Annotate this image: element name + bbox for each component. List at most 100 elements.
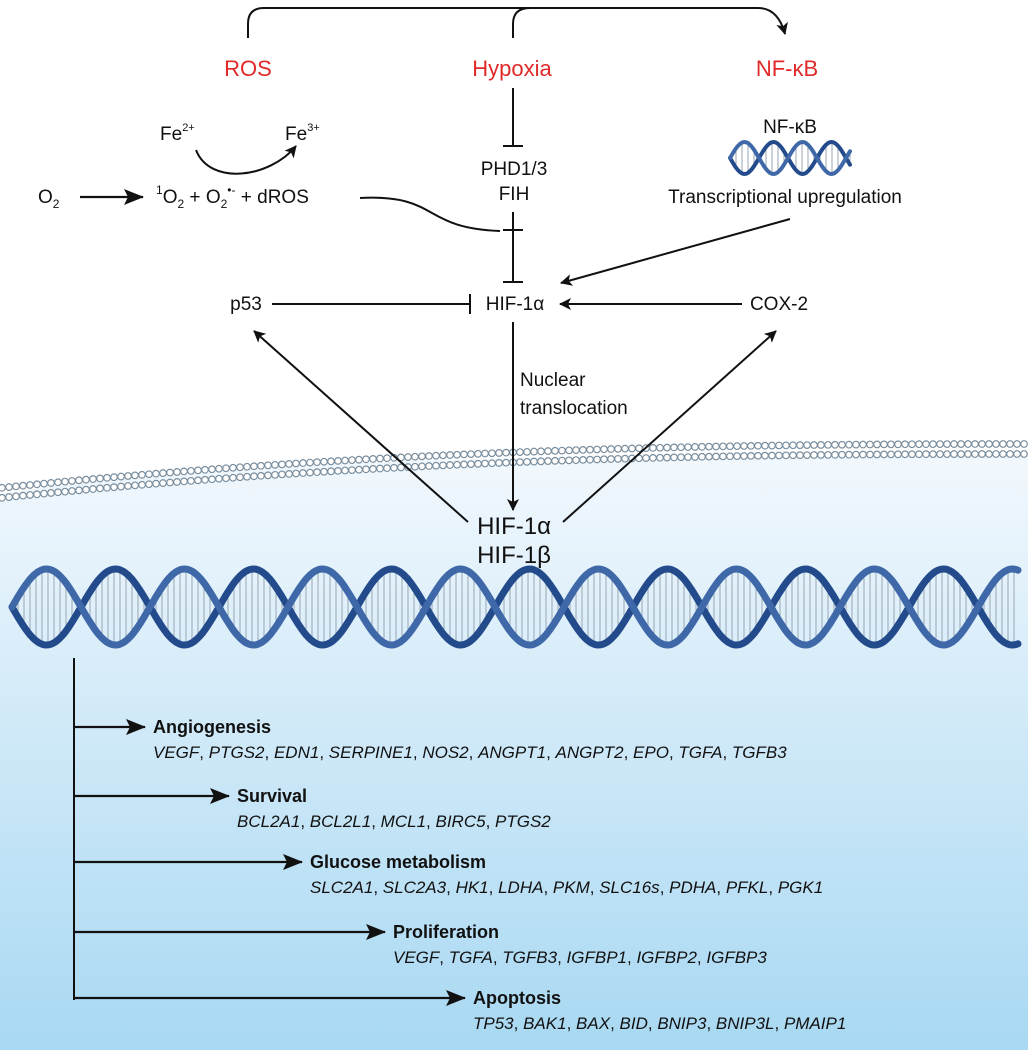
dna-strand xyxy=(8,565,1022,649)
membrane-bead xyxy=(789,441,797,450)
membrane-bead xyxy=(880,450,888,459)
membrane-bead xyxy=(33,490,41,499)
gene-separator: , xyxy=(590,878,599,897)
membrane-bead xyxy=(306,468,314,477)
membrane-bead xyxy=(824,450,832,459)
membrane-bead xyxy=(313,468,321,477)
membrane-bead xyxy=(572,456,580,465)
hif1a-label: HIF-1α xyxy=(486,294,545,315)
membrane-bead xyxy=(40,479,48,488)
membrane-bead xyxy=(26,491,34,499)
membrane-bead xyxy=(334,467,342,475)
membrane-bead xyxy=(775,441,783,450)
membrane-bead xyxy=(943,440,951,448)
membrane-bead xyxy=(166,468,174,477)
membrane-bead xyxy=(929,450,937,459)
membrane-bead xyxy=(481,459,489,468)
membrane-bead xyxy=(138,480,146,489)
membrane-bead xyxy=(460,450,468,459)
membrane-bead xyxy=(278,470,286,479)
membrane-bead xyxy=(117,472,125,481)
membrane-bead xyxy=(124,472,132,480)
gene-name: PTGS2 xyxy=(209,743,265,762)
membrane-bead xyxy=(19,481,27,490)
outcome-heading: Apoptosis xyxy=(473,988,561,1008)
membrane-bead xyxy=(782,441,790,450)
membrane-bead xyxy=(467,460,475,469)
outcome-gene-list: VEGF, PTGS2, EDN1, SERPINE1, NOS2, ANGPT… xyxy=(153,743,787,762)
membrane-bead xyxy=(670,443,678,452)
translocation-label-1: Nuclear xyxy=(520,370,586,391)
membrane-bead xyxy=(1006,440,1014,448)
membrane-bead xyxy=(5,483,13,491)
membrane-bead xyxy=(880,440,888,449)
gene-name: SLC16s xyxy=(599,878,660,897)
membrane-bead xyxy=(1020,450,1028,458)
upregulation-label: Transcriptional upregulation xyxy=(668,187,902,208)
gene-name: TP53 xyxy=(473,1014,514,1033)
gene-name: PMAIP1 xyxy=(784,1014,846,1033)
gene-name: LDHA xyxy=(498,878,543,897)
membrane-bead xyxy=(677,443,685,452)
membrane-bead xyxy=(439,451,447,460)
membrane-bead xyxy=(495,459,503,467)
membrane-bead xyxy=(733,442,741,451)
membrane-bead xyxy=(0,483,6,492)
membrane-bead xyxy=(453,450,461,459)
membrane-bead xyxy=(229,473,237,482)
membrane-bead xyxy=(712,452,720,461)
membrane-bead xyxy=(362,465,370,474)
membrane-bead xyxy=(558,456,566,465)
membrane-bead xyxy=(586,455,594,464)
gene-separator: , xyxy=(697,948,706,967)
membrane-bead xyxy=(628,444,636,453)
membrane-bead xyxy=(26,481,34,489)
membrane-bead xyxy=(796,451,804,460)
membrane-bead xyxy=(229,463,237,472)
membrane-bead xyxy=(201,465,209,474)
membrane-bead xyxy=(47,479,55,487)
membrane-bead xyxy=(873,450,881,459)
hypoxia-to-nfkb-arc xyxy=(512,7,531,38)
gene-separator: , xyxy=(768,878,777,897)
membrane-bead xyxy=(544,457,552,465)
membrane-bead xyxy=(936,450,944,459)
membrane-bead xyxy=(369,455,377,463)
membrane-bead xyxy=(187,476,195,485)
gene-separator: , xyxy=(265,743,274,762)
membrane-bead xyxy=(355,465,363,474)
membrane-bead xyxy=(607,445,615,453)
membrane-bead xyxy=(208,475,216,484)
membrane-bead xyxy=(579,445,587,454)
membrane-bead xyxy=(145,470,153,479)
gene-separator: , xyxy=(514,1014,523,1033)
membrane-bead xyxy=(537,447,545,456)
membrane-bead xyxy=(866,440,874,449)
membrane-bead xyxy=(348,466,356,474)
ros-inhibition-curve xyxy=(359,196,501,232)
gene-separator: , xyxy=(486,812,495,831)
membrane-bead xyxy=(817,451,825,459)
membrane-bead xyxy=(971,440,979,448)
gene-name: PDHA xyxy=(669,878,716,897)
membrane-bead xyxy=(236,463,244,472)
membrane-bead xyxy=(222,474,230,483)
membrane-bead xyxy=(796,441,804,450)
nfkb-to-hif-arrow xyxy=(560,218,791,286)
membrane-bead xyxy=(96,484,104,493)
membrane-bead xyxy=(131,471,139,480)
membrane-bead xyxy=(47,489,55,497)
membrane-bead xyxy=(474,449,482,458)
membrane-bead xyxy=(712,442,720,451)
gene-name: PGK1 xyxy=(778,878,823,897)
gene-separator: , xyxy=(706,1014,715,1033)
membrane-bead xyxy=(957,440,965,448)
gene-name: BCL2L1 xyxy=(310,812,371,831)
membrane-bead xyxy=(320,457,328,466)
membrane-bead xyxy=(103,473,111,482)
membrane-bead xyxy=(656,443,664,452)
